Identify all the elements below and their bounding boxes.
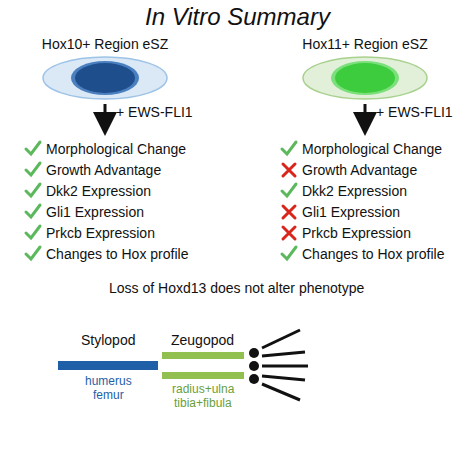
digit-lines [262,330,308,400]
stylopod-bar [58,361,158,370]
label-text: Changes to Hox profile [302,246,444,262]
label-text: Stylopod [81,332,135,348]
label-text: Dkk2 Expression [302,183,407,199]
label-text: Gli1 Expression [46,204,144,220]
label-text: radius+ulna [172,383,234,397]
label-text: Growth Advantage [302,162,417,178]
title: In Vitro Summary [145,3,330,31]
label-text: Gli1 Expression [302,204,400,220]
label-text: Growth Advantage [46,162,161,178]
ellipse-shape [25,53,185,101]
cross-marks [283,164,295,239]
label-text: + EWS-FLI1 [116,104,193,120]
region-ellipse: Hox10+ Region eSZ [25,36,185,101]
zeugopod-bar [162,372,244,379]
region-ellipse: Hox11+ Region eSZ [285,36,445,101]
label-text: tibia+fibula [174,397,232,411]
label-text: Prkcb Expression [46,225,155,241]
down-arrow [104,104,107,124]
zeugopod-bar [162,352,244,359]
label-text: femur [93,389,124,403]
label-text: Prkcb Expression [302,225,411,241]
label-text: Morphological Change [46,141,186,157]
label-text: + EWS-FLI1 [376,104,453,120]
label-text: Changes to Hox profile [46,246,188,262]
label-text: Zeugopod [171,332,234,348]
down-arrow [364,104,367,124]
region-heading: Hox10+ Region eSZ [25,36,185,53]
label-text: Loss of Hoxd13 does not alter phenotype [109,280,364,296]
label-text: humerus [85,375,132,389]
check-marks [26,142,296,259]
label-text: Morphological Change [302,141,442,157]
region-heading: Hox11+ Region eSZ [285,36,445,53]
label-text: Dkk2 Expression [46,183,151,199]
autopod-dots [249,348,259,384]
ellipse-shape [285,53,445,101]
